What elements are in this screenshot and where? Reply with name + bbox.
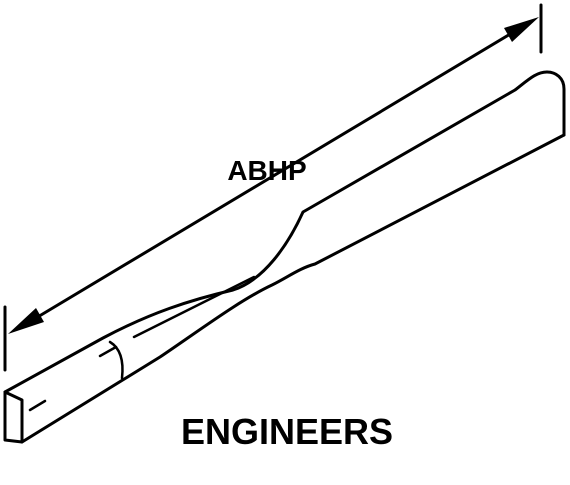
- caption: ENGINEERS: [181, 411, 393, 452]
- dimension-arrow: [8, 17, 539, 334]
- handle-outline: [3, 70, 566, 444]
- arrowhead-left: [8, 308, 44, 334]
- arrowhead-right: [504, 17, 539, 42]
- dimension-label: ABHP: [227, 155, 306, 186]
- grip-detail-lines: [28, 275, 256, 412]
